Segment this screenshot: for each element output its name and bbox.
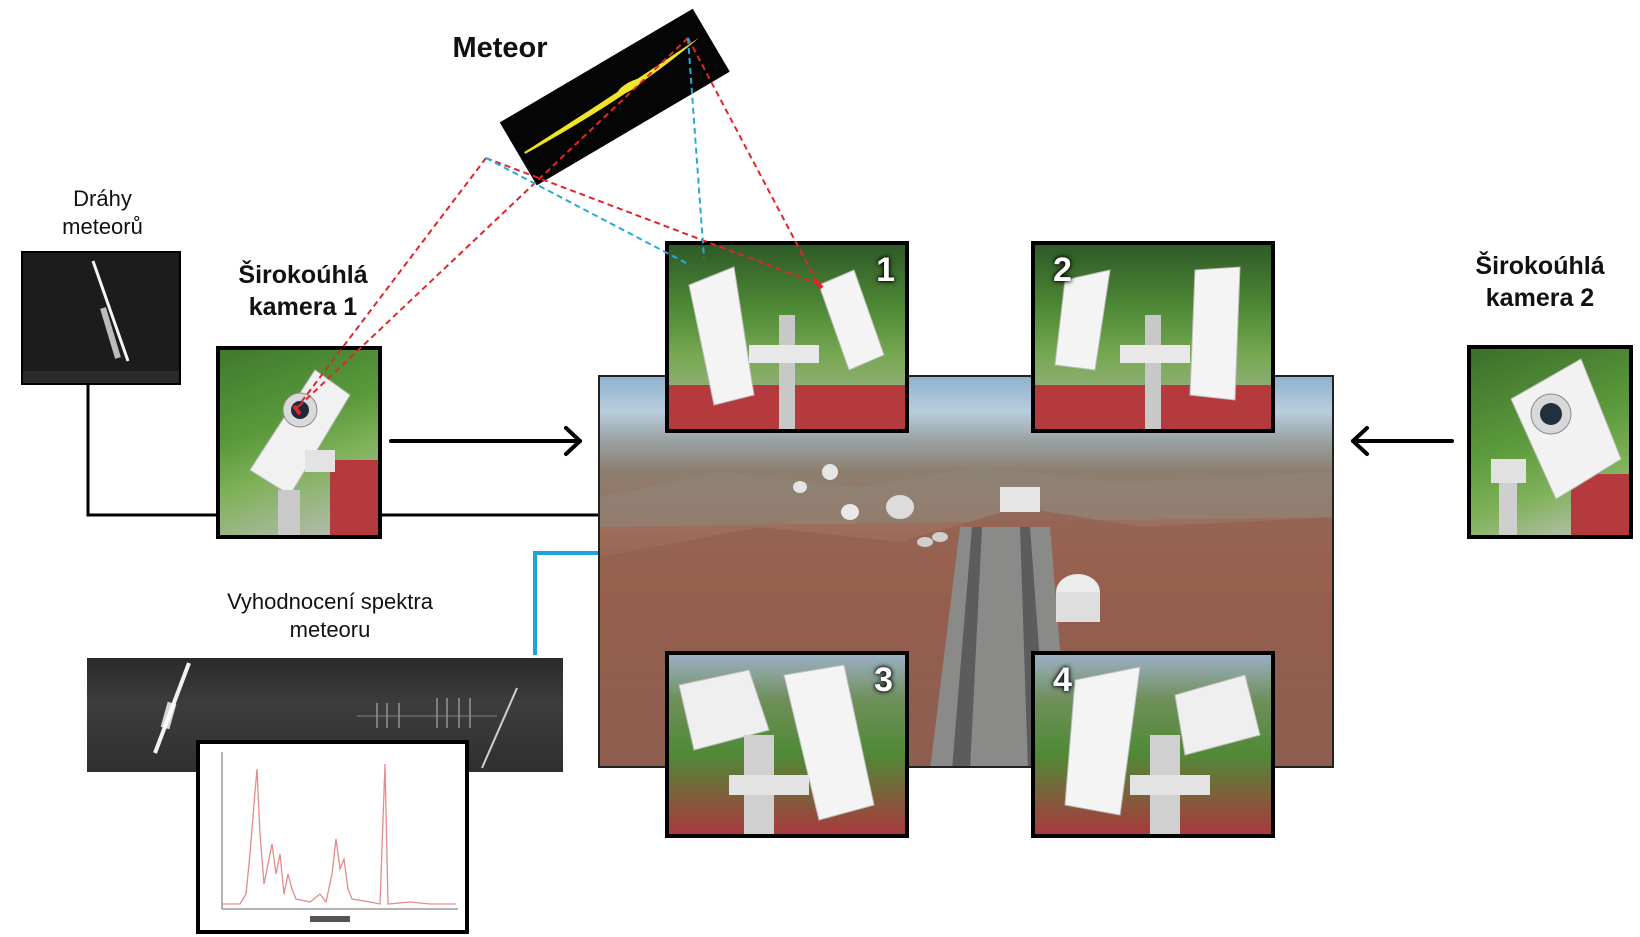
spectrum-label-line1: Vyhodnocení spektra [227,589,433,614]
camera-pair-drawing [1064,666,1261,834]
arrow-head-right [564,426,582,456]
camera-number-4: 4 [1053,661,1072,699]
arrow-head-left [1351,426,1369,456]
camera-pair-drawing [1035,266,1271,429]
spectral-camera-3-photo: 3 [665,651,909,838]
spectrum-label-line2: meteoru [289,617,371,642]
wide-camera-2-label-line1: Širokoúhlá [1475,252,1605,280]
spectrum-graph [196,740,469,934]
wide-camera-1-label-line1: Širokoúhlá [238,261,368,289]
spectrum-plot [221,752,458,922]
meteor-paths-label-line2: meteorů [62,214,143,239]
wide-camera-2-label-line2: kamera 2 [1485,284,1595,312]
meteor-paths-label: Dráhy meteorů [40,185,165,241]
meteor-paths-photo [21,251,181,385]
meteor-paths-label-line1: Dráhy [73,186,132,211]
camera-pair-drawing [669,266,905,429]
spectrum-streaks [153,662,518,769]
wide-camera-1-label: Širokoúhlá kamera 1 [218,259,388,323]
wide-camera-1-photo [216,346,382,539]
camera-housing-drawing [1491,358,1629,535]
camera-pair-drawing [678,664,875,834]
wide-camera-2-photo [1467,345,1633,539]
spectrum-label: Vyhodnocení spektra meteoru [200,588,460,644]
meteor-label: Meteor [452,32,548,64]
spectral-camera-2-photo: 2 [1031,241,1275,433]
spectral-camera-4-photo: 4 [1031,651,1275,838]
camera-number-3: 3 [874,661,893,699]
wide-camera-1-label-line2: kamera 1 [248,293,358,321]
camera-number-1: 1 [876,251,895,289]
camera-number-2: 2 [1053,251,1072,289]
wide-camera-2-label: Širokoúhlá kamera 2 [1455,250,1625,314]
meteor-streak [23,260,179,383]
